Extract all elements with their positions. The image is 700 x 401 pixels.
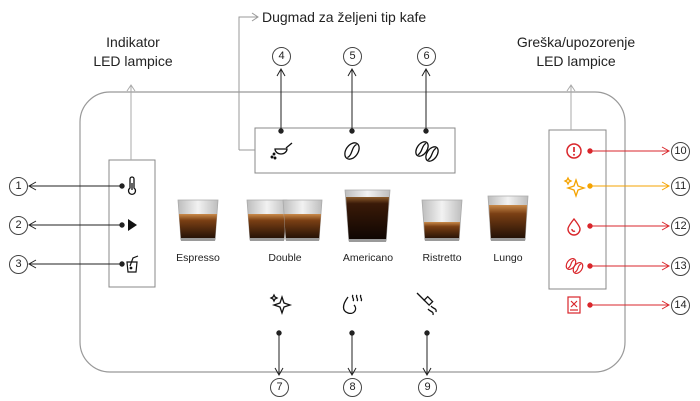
callout-6: 6 <box>417 47 436 66</box>
coffee-bean-icon <box>344 142 360 160</box>
americano-cup <box>344 189 391 242</box>
callout-3: 3 <box>9 255 28 274</box>
double-cup <box>246 199 323 241</box>
callout-1: 1 <box>9 177 28 196</box>
cleaning-icon <box>126 255 139 273</box>
callout-14: 14 <box>671 296 690 315</box>
descale-sparkle-icon <box>269 293 293 316</box>
coffee-scoop-icon <box>270 142 293 160</box>
ristretto-cup <box>421 199 463 241</box>
drink-label-double: Double <box>268 252 302 264</box>
warning-icon <box>566 143 582 159</box>
drip-tray-full-icon <box>567 296 581 314</box>
callout-9: 9 <box>418 378 437 397</box>
drink-label-espresso: Espresso <box>176 252 220 264</box>
callout-8: 8 <box>343 378 362 397</box>
indicator-label-line1: Indikator <box>106 34 160 50</box>
hot-water-nozzle-icon <box>416 292 437 316</box>
play-icon <box>128 219 137 231</box>
thermometer-icon <box>127 176 137 196</box>
callout-11: 11 <box>671 177 690 196</box>
callout-12: 12 <box>671 217 690 236</box>
indicator-label-line2: LED lampice <box>93 53 173 69</box>
drink-label-ristretto: Ristretto <box>422 252 462 264</box>
callout-13: 13 <box>671 257 690 276</box>
drink-label-lungo: Lungo <box>493 252 523 264</box>
two-beans-icon <box>415 141 439 162</box>
callout-4: 4 <box>272 47 291 66</box>
espresso-cup <box>177 199 219 241</box>
indicator-box <box>108 159 156 288</box>
error-label-line2: LED lampice <box>536 53 616 69</box>
error-box <box>548 129 607 290</box>
callout-2: 2 <box>9 216 28 235</box>
lungo-cup <box>487 195 529 241</box>
callout-7: 7 <box>270 378 289 397</box>
coffee-buttons-label: Dugmad za željeni tip kafe <box>262 9 427 25</box>
steam-icon <box>342 294 363 315</box>
coffee-buttons-box <box>254 127 456 174</box>
drink-label-americano: Americano <box>342 252 394 264</box>
callout-10: 10 <box>671 142 690 161</box>
water-drop-icon <box>567 217 581 236</box>
beans-empty-icon <box>565 257 584 275</box>
descale-warning-icon <box>563 176 587 199</box>
callout-5: 5 <box>343 47 362 66</box>
error-label-line1: Greška/upozorenje <box>516 34 636 50</box>
